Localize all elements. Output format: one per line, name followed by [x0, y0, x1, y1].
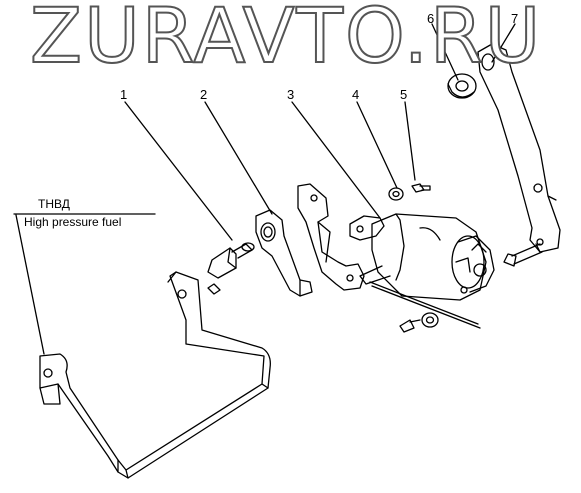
bracket [40, 272, 270, 478]
label-line-2: High pressure fuel [24, 215, 122, 229]
part-6-washer [448, 74, 476, 98]
callout-7: 7 [511, 11, 519, 26]
lower-bolt-washer [400, 313, 438, 332]
watermark-text: ZURAVTO.RU [29, 0, 543, 80]
label-line-1: ТНВД [38, 197, 70, 211]
part-1-stud [208, 243, 254, 294]
leader-line-7 [491, 23, 516, 63]
callout-4: 4 [352, 87, 360, 102]
part-3-solenoid [350, 214, 494, 328]
callout-5: 5 [400, 87, 408, 102]
callout-3: 3 [287, 87, 295, 102]
leader-lines [13, 23, 516, 355]
leader-line-label [15, 214, 45, 355]
leader-line-6 [431, 23, 459, 81]
link-arm [298, 184, 364, 290]
part-5-bolt [412, 184, 430, 192]
part-2-lever [256, 210, 312, 296]
callout-6: 6 [427, 11, 435, 26]
leader-line-2 [204, 101, 273, 215]
leader-line-5 [404, 101, 416, 181]
part-7-plate [478, 44, 560, 252]
callout-1: 1 [120, 87, 128, 102]
long-bolt [504, 244, 542, 266]
callout-2: 2 [200, 87, 208, 102]
leader-line-1 [124, 101, 233, 241]
leader-line-3 [291, 101, 381, 219]
part-4-washer [389, 188, 403, 200]
leader-line-4 [356, 101, 398, 189]
